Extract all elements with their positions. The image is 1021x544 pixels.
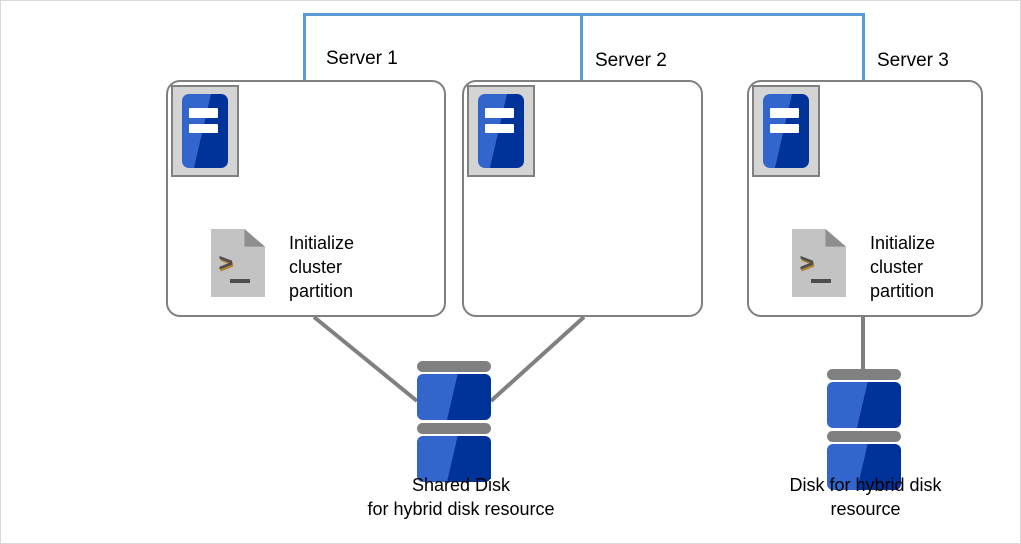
server-icon-bar-bottom	[485, 123, 514, 134]
server-icon	[467, 85, 535, 177]
network-bus-horizontal	[303, 13, 865, 16]
disk-platter-top	[827, 382, 901, 428]
connector-server2-shared-disk	[489, 315, 586, 403]
server-icon-body	[763, 94, 809, 168]
server-icon-bar-top	[770, 108, 799, 118]
disk-platter-top	[417, 374, 491, 420]
shared-disk-caption: Shared Disk for hybrid disk resource	[367, 475, 555, 519]
server-icon	[171, 85, 239, 177]
server-2-label: Server 2	[595, 50, 667, 71]
script-file-icon	[211, 229, 265, 297]
server-3-label: Server 3	[877, 50, 949, 71]
disk-platter-bottom	[417, 436, 491, 482]
server-1-label: Server 1	[326, 48, 398, 69]
server-icon-body	[182, 94, 228, 168]
disk-icon[interactable]	[417, 361, 491, 485]
server-icon-bar-bottom	[189, 123, 218, 134]
server-icon-bar-bottom	[770, 123, 799, 134]
server-3-script-text: Initialize cluster partition	[870, 233, 936, 301]
server-1-script-text: Initialize cluster partition	[289, 233, 355, 301]
disk-cap-top	[417, 361, 491, 372]
script-prompt-chevron-icon	[800, 251, 815, 278]
server-icon	[752, 85, 820, 177]
script-prompt-underscore-icon	[809, 278, 831, 284]
disk-platter-bottom	[827, 444, 901, 490]
disk-cap-top	[827, 369, 901, 380]
network-drop-server-3	[862, 13, 865, 80]
server-icon-body	[478, 94, 524, 168]
server3-disk-caption: Disk for hybrid disk resource	[789, 475, 942, 519]
script-file-icon	[792, 229, 846, 297]
script-prompt-underscore-icon	[228, 278, 250, 284]
connector-server1-shared-disk	[312, 315, 419, 403]
network-drop-server-2	[580, 13, 583, 80]
script-prompt-chevron-icon	[219, 251, 234, 278]
disk-cap-middle	[417, 423, 491, 434]
server-icon-bar-top	[189, 108, 218, 118]
network-drop-server-1	[303, 13, 306, 80]
disk-cap-middle	[827, 431, 901, 442]
server-icon-bar-top	[485, 108, 514, 118]
disk-icon[interactable]	[827, 369, 901, 493]
